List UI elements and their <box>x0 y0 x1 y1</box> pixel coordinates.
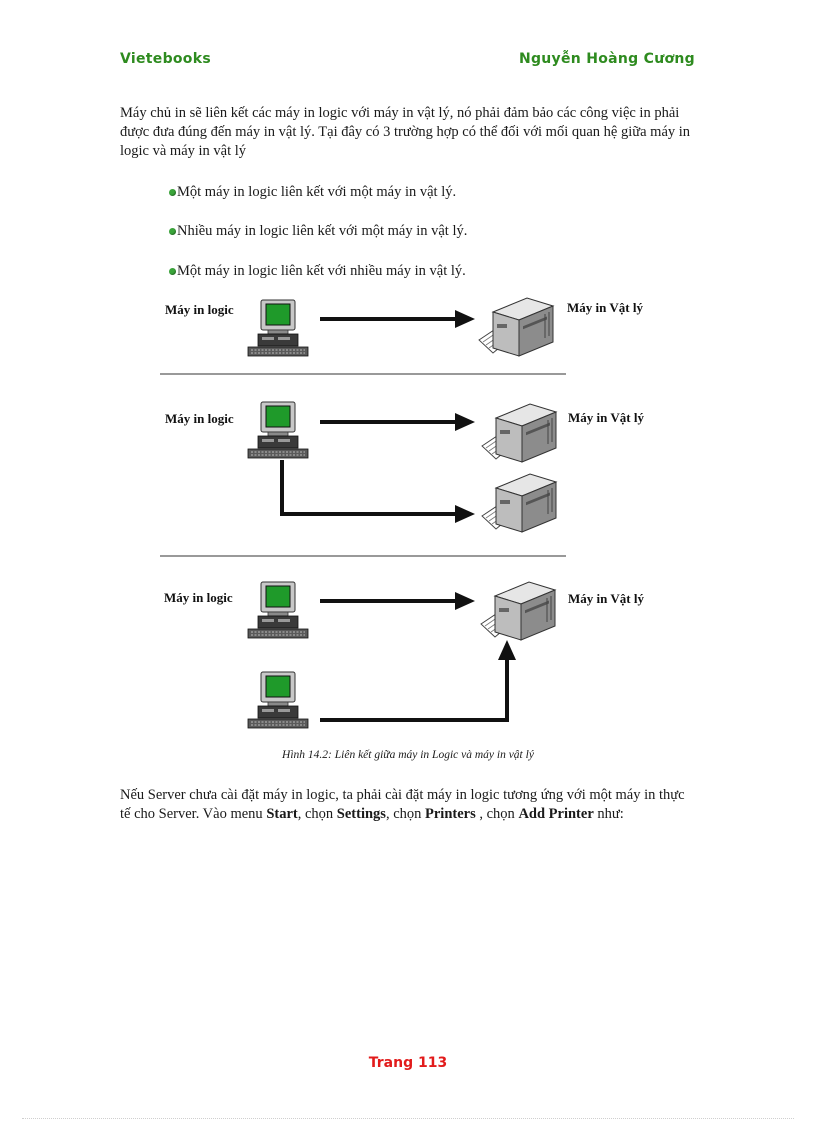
list-item: Một máy in logic liên kết với một máy in… <box>169 182 467 202</box>
text-segment: , chọn <box>385 806 426 822</box>
text-segment: Nếu Server chưa cài đặt máy in logic, ta… <box>120 787 685 822</box>
link-arrow <box>280 460 460 516</box>
bullet-list: Một máy in logic liên kết với một máy in… <box>169 182 467 301</box>
printer-icon <box>480 581 556 641</box>
physical-printer-label: Máy in Vật lý <box>568 591 644 606</box>
menu-printers: Printers <box>425 806 476 822</box>
header-left: Vietebooks <box>120 51 211 67</box>
list-item: Một máy in logic liên kết với nhiều máy … <box>169 261 467 281</box>
page-number: Trang 113 <box>368 1055 448 1071</box>
printer-icon <box>478 297 554 357</box>
menu-start: Start <box>266 806 298 822</box>
logical-printer-label: Máy in logic <box>164 590 233 605</box>
physical-printer-label: Máy in Vật lý <box>568 410 644 425</box>
bullet-text: Một máy in logic liên kết với một máy in… <box>177 183 457 200</box>
printer-link-diagram: Máy in logic Máy in Vật lý Máy in logic … <box>160 297 644 729</box>
text-segment: như: <box>593 806 624 822</box>
physical-printer-label: Máy in Vật lý <box>567 300 643 315</box>
instruction-paragraph: Nếu Server chưa cài đặt máy in logic, ta… <box>120 786 695 824</box>
bullet-icon <box>169 188 176 196</box>
list-item: Nhiều máy in logic liên kết với một máy … <box>169 222 467 242</box>
menu-add-printer: Add Printer <box>518 806 594 822</box>
computer-icon <box>247 299 309 357</box>
bullet-text: Một máy in logic liên kết với nhiều máy … <box>177 262 466 279</box>
intro-paragraph: Máy chủ in sẽ liên kết các máy in logic … <box>120 105 691 159</box>
computer-icon <box>247 671 309 729</box>
computer-icon <box>247 581 309 639</box>
computer-icon <box>247 401 309 459</box>
arrow-head <box>498 640 516 660</box>
text-segment: , chọn <box>475 806 519 822</box>
link-arrow <box>320 657 509 722</box>
header-right: Nguyễn Hoàng Cương <box>518 51 695 67</box>
logical-printer-label: Máy in logic <box>165 302 234 317</box>
logical-printer-label: Máy in logic <box>165 411 234 426</box>
arrow-head <box>455 505 475 523</box>
printer-icon <box>481 403 557 463</box>
bullet-text: Nhiều máy in logic liên kết với một máy … <box>177 223 468 239</box>
printer-icon <box>481 473 557 533</box>
menu-settings: Settings <box>336 806 386 822</box>
arrow-head <box>455 310 475 328</box>
text-segment: , chọn <box>297 806 337 822</box>
bullet-icon <box>169 228 176 235</box>
figure-caption: Hình 14.2: Liên kết giữa máy in Logic và… <box>282 749 534 761</box>
bullet-icon <box>169 267 176 275</box>
arrow-head <box>455 592 475 610</box>
arrow-head <box>455 413 475 431</box>
bottom-divider <box>22 1118 794 1119</box>
